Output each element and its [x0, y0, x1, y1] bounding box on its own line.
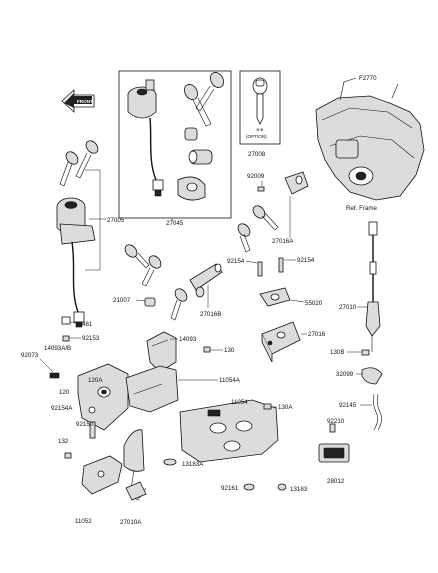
- bolt-130: [203, 346, 211, 353]
- label-55020: 55020: [305, 300, 323, 307]
- label-plate-28012: [318, 423, 350, 463]
- label-92154-b: 92154: [297, 257, 315, 264]
- label-27016A: 27016A: [272, 238, 294, 245]
- option-caption-2: (OPTION): [246, 134, 267, 139]
- cable-27010: [365, 221, 381, 352]
- label-28012: 28012: [327, 478, 345, 485]
- lock-27016: [257, 257, 301, 363]
- label-11054: 11054: [231, 399, 248, 406]
- label-132: 132: [58, 438, 69, 445]
- grommet-13183: [277, 483, 287, 491]
- label-92161: 92161: [221, 485, 239, 492]
- connector-461: [61, 316, 71, 342]
- label-130: 130: [224, 347, 235, 354]
- label-27045: 27045: [166, 220, 184, 227]
- label-92150: 92150: [76, 421, 94, 428]
- ignition-switch-kit: [127, 79, 164, 197]
- kit-box: [118, 70, 232, 219]
- option-caption-1: ※※: [256, 127, 264, 132]
- lock-27016A: [237, 171, 309, 253]
- label-92154A: 92154A: [51, 405, 73, 412]
- ignition-switch: [56, 140, 99, 328]
- label-461: 461: [82, 321, 93, 328]
- label-120: 120: [59, 389, 70, 396]
- lock-cover: [77, 363, 129, 431]
- base-plate-11054: [179, 399, 279, 463]
- bolt-130A: [263, 403, 272, 410]
- grommet-13183A: [163, 458, 177, 466]
- label-27016: 27016: [308, 331, 326, 338]
- label-92009: 92009: [247, 173, 265, 180]
- front-label: FRONT: [77, 99, 93, 104]
- label-11054A: 11054A: [219, 377, 241, 384]
- label-92210: 92210: [327, 418, 345, 425]
- key-blank-kit: [184, 72, 224, 127]
- keys-27016B: [124, 244, 223, 321]
- label-21007: 21007: [113, 297, 131, 304]
- label-11052: 11052: [75, 518, 92, 525]
- bracket-32099: [361, 349, 383, 431]
- frame-section: [315, 77, 425, 201]
- label-130B: 130B: [330, 349, 344, 356]
- label-14093: 14093: [179, 336, 197, 343]
- ref-frame-label: Ref. Frame: [346, 205, 378, 212]
- clip-92073: [49, 372, 60, 379]
- label-130A: 130A: [278, 404, 293, 411]
- switch-27010A: [123, 429, 147, 501]
- label-27010: 27010: [339, 304, 357, 311]
- label-120A: 120A: [88, 377, 103, 384]
- label-27008: 27008: [248, 151, 266, 158]
- label-27016B: 27016B: [200, 311, 221, 318]
- label-32099: 32099: [336, 371, 354, 378]
- washer-92161: [243, 483, 255, 491]
- label-14093AB: 14093A/B: [44, 345, 71, 352]
- figure-id: F2770: [359, 75, 377, 82]
- bracket-11052: [64, 421, 123, 495]
- label-92153: 92153: [82, 335, 100, 342]
- bracket-14093: [146, 331, 177, 373]
- label-27005: 27005: [107, 217, 125, 224]
- bracket-11054A: [125, 365, 179, 413]
- front-arrow: FRONT: [61, 89, 95, 113]
- lock-cylinders-kit: [177, 127, 213, 201]
- label-13183A: 13183A: [182, 461, 204, 468]
- label-92145: 92145: [339, 402, 357, 409]
- label-13183: 13183: [290, 486, 308, 493]
- label-92073: 92073: [21, 352, 39, 359]
- plug-21007: [144, 297, 156, 307]
- option-box: ※※ (OPTION): [239, 70, 281, 145]
- label-27010A: 27010A: [120, 519, 142, 526]
- label-92154-a: 92154: [227, 258, 245, 265]
